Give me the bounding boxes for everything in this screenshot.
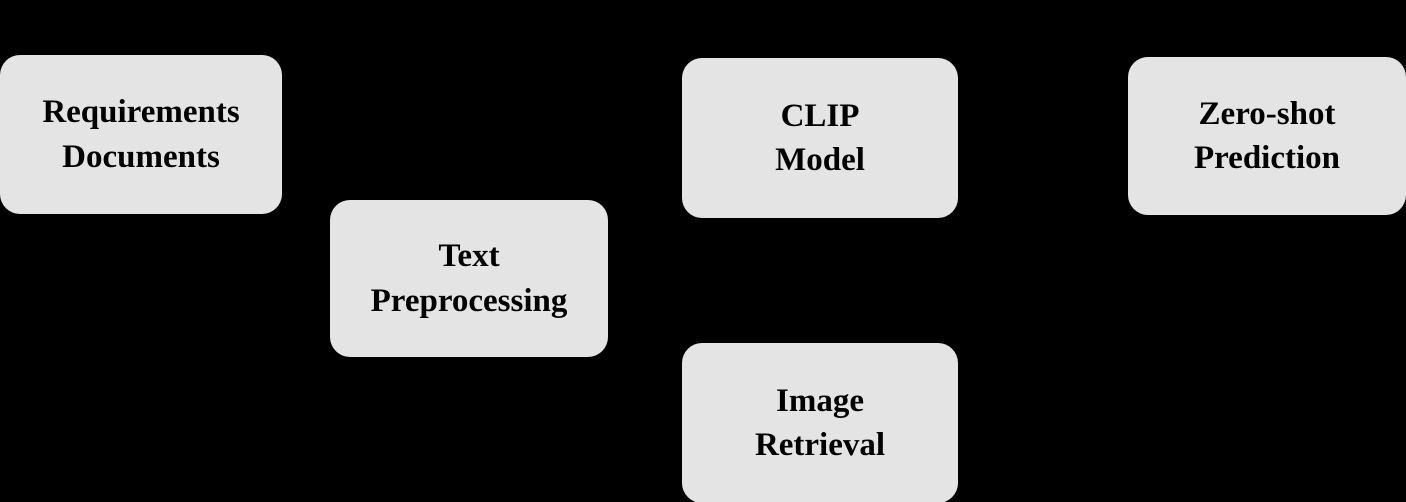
node-label-line1: Image	[776, 382, 864, 419]
node-label-line1: CLIP	[780, 97, 860, 134]
node-label-line1: Requirements	[42, 94, 240, 131]
node-label-line2: Prediction	[1193, 140, 1341, 176]
node-text-preprocessing[interactable]: Text Preprocessing	[330, 200, 608, 357]
node-requirements-documents[interactable]: Requirements Documents	[0, 55, 282, 214]
node-label-line2: Retrieval	[754, 427, 886, 463]
node-label-line1: Zero-shot	[1198, 95, 1336, 132]
node-label-line2: Documents	[62, 138, 220, 175]
node-label-line2: Model	[775, 142, 865, 178]
node-clip-model[interactable]: CLIP Model	[682, 58, 958, 218]
node-label-line1: Text	[438, 238, 500, 275]
node-label-line2: Preprocessing	[370, 282, 568, 319]
node-image-retrieval[interactable]: Image Retrieval	[682, 343, 958, 502]
node-zero-shot-prediction[interactable]: Zero-shot Prediction	[1128, 57, 1406, 215]
